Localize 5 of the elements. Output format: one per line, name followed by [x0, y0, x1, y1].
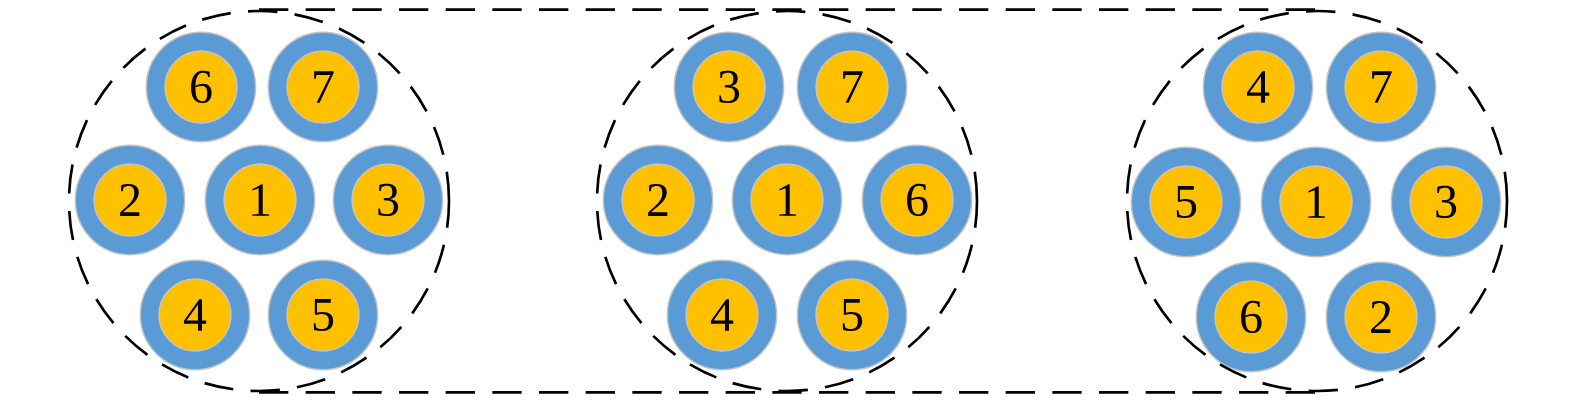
- bundle-outline-circle: [595, 9, 979, 393]
- outline-line: [259, 391, 1317, 394]
- bundle-outline-circle: [67, 9, 451, 393]
- bundle-outline-circle: [1125, 9, 1509, 393]
- outline-line: [259, 8, 1317, 11]
